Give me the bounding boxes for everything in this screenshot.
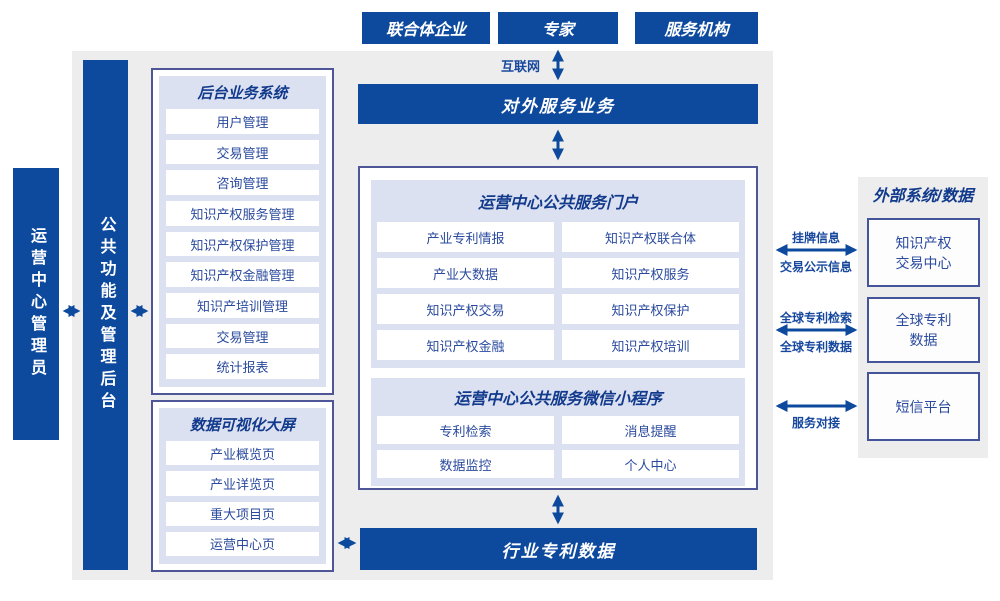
backend-system-title: 后台业务系统 bbox=[197, 85, 288, 102]
ext-box-line: 短信平台 bbox=[895, 398, 952, 415]
operation-center-admin-box: 运营中心管理员 bbox=[13, 168, 59, 440]
portal-box: 运营中心公共服务门户 产业专利情报 知识产权联合体 产业大数据 知识产权服务 知… bbox=[358, 166, 758, 490]
vbar-label: 运营中心管理员 bbox=[28, 227, 45, 381]
actor-consortium-enterprises: 联合体企业 bbox=[362, 12, 490, 44]
backend-system-inner: 后台业务系统 用户管理 交易管理 咨询管理 知识产权服务管理 知识产权保护管理 … bbox=[159, 76, 326, 387]
external-systems-title: 外部系统/数据 bbox=[872, 188, 974, 205]
backend-item: 交易管理 bbox=[166, 323, 319, 349]
portal-item: 知识产权保护 bbox=[562, 294, 739, 324]
dashboard-box: 数据可视化大屏 产业概览页 产业详览页 重大项目页 运营中心页 bbox=[151, 400, 334, 572]
internet-label: 互联网 bbox=[500, 59, 540, 74]
backend-item: 知识产权金融管理 bbox=[166, 262, 319, 288]
dashboard-item: 产业详览页 bbox=[166, 471, 319, 496]
industry-patent-data-bar: 行业专利数据 bbox=[360, 528, 757, 570]
portal-item: 知识产权交易 bbox=[377, 294, 554, 324]
backend-item: 知识产权服务管理 bbox=[166, 201, 319, 226]
miniprogram-panel: 运营中心公共服务微信小程序 专利检索 消息提醒 数据监控 个人中心 bbox=[371, 378, 745, 486]
link-label-listing-info: 挂牌信息 bbox=[791, 231, 840, 245]
miniprogram-item: 数据监控 bbox=[377, 450, 554, 478]
backend-system-box: 后台业务系统 用户管理 交易管理 咨询管理 知识产权服务管理 知识产权保护管理 … bbox=[151, 68, 334, 395]
ext-box-line: 全球专利 bbox=[895, 312, 952, 328]
public-service-portal-panel: 运营中心公共服务门户 产业专利情报 知识产权联合体 产业大数据 知识产权服务 知… bbox=[371, 180, 745, 368]
dashboard-inner: 数据可视化大屏 产业概览页 产业详览页 重大项目页 运营中心页 bbox=[159, 408, 326, 564]
external-service-bar: 对外服务业务 bbox=[358, 84, 758, 124]
ext-box-line: 知识产权 bbox=[895, 234, 952, 251]
portal-item: 知识产权服务 bbox=[562, 258, 739, 288]
actor-label: 专家 bbox=[541, 22, 574, 39]
miniprogram-item: 专利检索 bbox=[377, 416, 554, 444]
link-label-global-patent-data: 全球专利数据 bbox=[779, 340, 852, 354]
public-functions-mgmt-bar: 公共功能及管理后台 bbox=[83, 60, 128, 570]
external-box-global-patent-data: 全球专利 数据 bbox=[867, 297, 980, 363]
ext-box-line: 数据 bbox=[909, 332, 938, 348]
portal-item: 知识产权联合体 bbox=[562, 222, 739, 252]
dashboard-item: 产业概览页 bbox=[166, 441, 319, 466]
miniprogram-title: 运营中心公共服务微信小程序 bbox=[453, 391, 662, 408]
vbar-label: 公共功能及管理后台 bbox=[97, 216, 115, 414]
portal-item: 知识产权培训 bbox=[562, 330, 739, 360]
dashboard-item: 运营中心页 bbox=[166, 531, 319, 556]
portal-item: 产业专利情报 bbox=[377, 222, 554, 252]
portal-title: 运营中心公共服务门户 bbox=[477, 195, 638, 212]
bar-label: 对外服务业务 bbox=[501, 96, 615, 116]
external-box-ip-trading-center: 知识产权 交易中心 bbox=[867, 218, 980, 287]
backend-item: 知识产权保护管理 bbox=[166, 231, 319, 257]
dashboard-item: 重大项目页 bbox=[166, 501, 319, 526]
actor-experts: 专家 bbox=[498, 12, 618, 44]
actor-label: 服务机构 bbox=[664, 22, 729, 39]
portal-item: 产业大数据 bbox=[377, 258, 554, 288]
portal-item: 知识产权金融 bbox=[377, 330, 554, 360]
link-label-global-patent-search: 全球专利检索 bbox=[779, 311, 852, 325]
backend-item: 咨询管理 bbox=[166, 170, 319, 196]
miniprogram-item: 个人中心 bbox=[562, 450, 739, 478]
ext-box-line: 交易中心 bbox=[895, 254, 952, 271]
backend-item: 用户管理 bbox=[166, 109, 319, 134]
actor-label: 联合体企业 bbox=[385, 22, 466, 39]
backend-item: 知识产培训管理 bbox=[166, 293, 319, 318]
miniprogram-grid: 专利检索 消息提醒 数据监控 个人中心 bbox=[377, 416, 739, 478]
actor-service-agencies: 服务机构 bbox=[635, 12, 758, 44]
bar-label: 行业专利数据 bbox=[501, 541, 616, 561]
portal-grid: 产业专利情报 知识产权联合体 产业大数据 知识产权服务 知识产权交易 知识产权保… bbox=[377, 222, 739, 360]
link-label-trade-publicity-info: 交易公示信息 bbox=[779, 260, 852, 274]
backend-item: 统计报表 bbox=[166, 354, 319, 380]
miniprogram-item: 消息提醒 bbox=[562, 416, 739, 444]
dashboard-title: 数据可视化大屏 bbox=[189, 417, 295, 434]
external-box-sms-platform: 短信平台 bbox=[867, 372, 980, 441]
link-label-service-connection: 服务对接 bbox=[791, 416, 840, 430]
backend-item: 交易管理 bbox=[166, 139, 319, 165]
